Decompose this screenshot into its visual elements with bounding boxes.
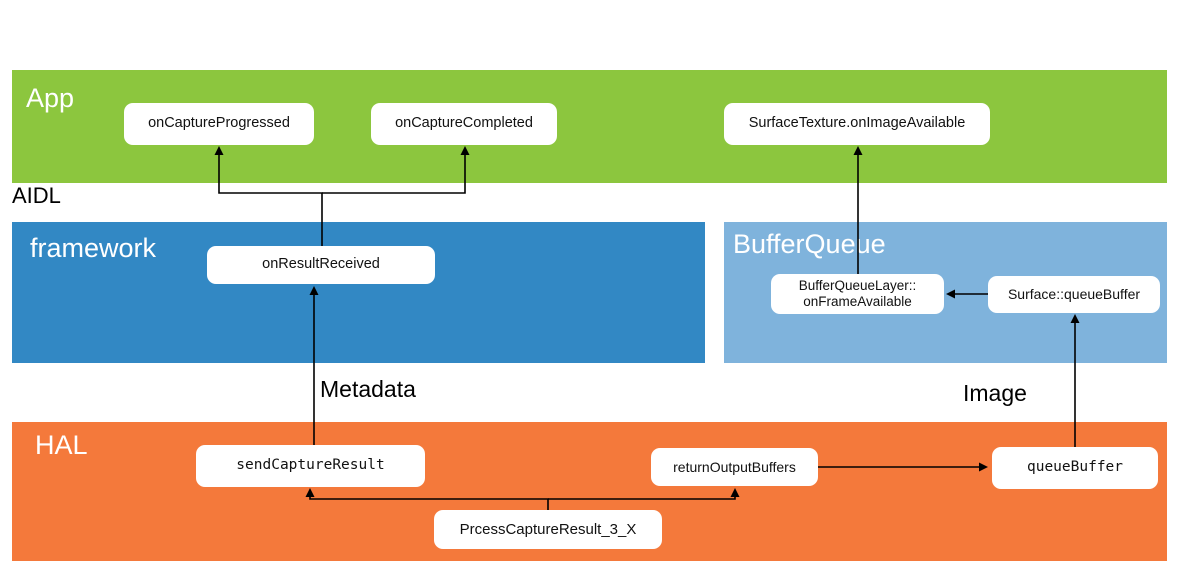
- node-bufferqueuelayer-onframeavailable[interactable]: BufferQueueLayer:: onFrameAvailable: [771, 274, 944, 314]
- node-on-capture-progressed[interactable]: onCaptureProgressed: [124, 103, 314, 145]
- band-title-framework: framework: [30, 233, 157, 263]
- node-prcess-capture-result[interactable]: PrcessCaptureResult_3_X: [434, 510, 662, 549]
- band-title-bufferqueue: BufferQueue: [733, 229, 886, 259]
- node-send-capture-result[interactable]: sendCaptureResult: [196, 445, 425, 487]
- label-image: Image: [963, 380, 1027, 406]
- band-framework: framework: [12, 222, 705, 363]
- band-title-app: App: [26, 83, 75, 113]
- node-on-result-received[interactable]: onResultReceived: [207, 246, 435, 284]
- band-title-hal: HAL: [35, 430, 88, 460]
- node-surface-queuebuffer[interactable]: Surface::queueBuffer: [988, 276, 1160, 313]
- label-aidl: AIDL: [12, 183, 61, 208]
- node-return-output-buffers[interactable]: returnOutputBuffers: [651, 448, 818, 486]
- label-metadata: Metadata: [320, 376, 416, 402]
- node-on-capture-completed[interactable]: onCaptureCompleted: [371, 103, 557, 145]
- node-surfacetexture-onimageavailable[interactable]: SurfaceTexture.onImageAvailable: [724, 103, 990, 145]
- node-queue-buffer[interactable]: queueBuffer: [992, 447, 1158, 489]
